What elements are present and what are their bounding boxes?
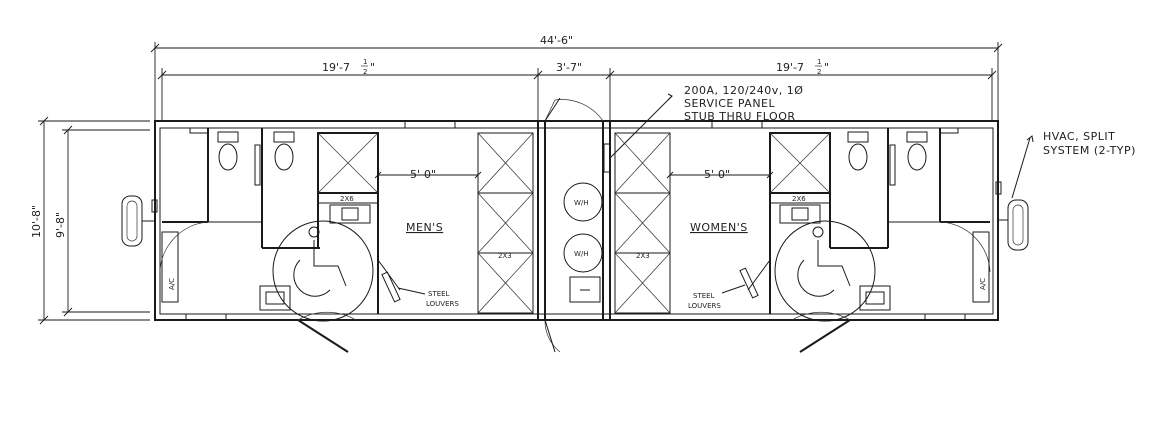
overall-width-label: 10'-8" [30, 205, 43, 238]
hvac-note-line2: SYSTEM (2-TYP) [1043, 144, 1136, 157]
toilet-icon [847, 131, 869, 171]
service-panel-line3: STUB THRU FLOOR [684, 110, 796, 123]
vanity-label-left: 2X3 [498, 252, 512, 260]
right-module-label: 19'-7 [776, 61, 804, 74]
service-panel-line1: 200A, 120/240v, 1Ø [684, 84, 803, 97]
men-room-label: MEN'S [406, 221, 443, 234]
service-panel-note: 200A, 120/240v, 1Ø SERVICE PANEL STUB TH… [684, 84, 803, 123]
water-heater-icon: W/H [563, 233, 603, 273]
hvac-unit-left [121, 195, 158, 247]
left-fraction-tail: " [370, 61, 375, 74]
right-fraction-num: 1 [817, 58, 821, 66]
toilet-icon [217, 131, 239, 171]
dimension-overall: 44'-6" [150, 34, 1003, 120]
left-fraction-den: 2 [363, 68, 367, 76]
sink-cabinet-label-men: 2X6 [340, 195, 354, 203]
interior-width-label: 9'-8" [54, 212, 67, 238]
women-interior-dimension: 5'-0" [704, 168, 730, 181]
dimension-interior-width: 9'-8" [54, 125, 150, 317]
men-interior-dimension: 5'-0" [410, 168, 436, 181]
louvers-left-line1: STEEL [428, 290, 450, 298]
cabinet-column-right: 2X3 [614, 132, 671, 314]
louvers-right-line1: STEEL [693, 292, 715, 300]
service-panel-line2: SERVICE PANEL [684, 97, 776, 110]
men-restroom: A/C 5'-0" 2X6 [121, 127, 534, 353]
sink-cabinet-label-women: 2X6 [792, 195, 806, 203]
toilet-icon [906, 131, 928, 171]
water-heater-label-1: W/H [574, 199, 589, 207]
dimension-overall-width: 10'-8" [30, 116, 150, 325]
women-room-label: WOMEN'S [690, 221, 748, 234]
louvers-left-line2: LOUVERS [426, 300, 459, 308]
ac-label-right: A/C [979, 278, 987, 290]
right-fraction-tail: " [824, 61, 829, 74]
hvac-note: HVAC, SPLIT SYSTEM (2-TYP) [1043, 130, 1136, 157]
utility-room: W/H W/H [544, 93, 673, 353]
toilet-icon [273, 131, 295, 171]
louvers-right-line2: LOUVERS [688, 302, 721, 310]
center-module-label: 3'-7" [556, 61, 582, 74]
hvac-unit-right [995, 181, 1029, 251]
vanity-label-right: 2X3 [636, 252, 650, 260]
women-restroom: 2X3 5'-0" WOMEN'S STEEL LOUVERS 2X6 [614, 127, 1034, 353]
water-heater-icon: W/H [563, 182, 603, 222]
left-fraction-num: 1 [363, 58, 367, 66]
cabinet-column-left: 2X3 [477, 132, 534, 314]
left-module-label: 19'-7 [322, 61, 350, 74]
water-heater-label-2: W/H [574, 250, 589, 258]
hvac-note-line1: HVAC, SPLIT [1043, 130, 1115, 143]
overall-length-label: 44'-6" [540, 34, 573, 47]
accessibility-icon [272, 220, 374, 322]
accessibility-icon [774, 220, 876, 322]
right-fraction-den: 2 [817, 68, 821, 76]
dimension-left-module: 19'-7 1 2 " [157, 58, 543, 120]
dimension-right-module: 19'-7 1 2 " [610, 58, 997, 120]
ac-label-left: A/C [168, 278, 176, 290]
